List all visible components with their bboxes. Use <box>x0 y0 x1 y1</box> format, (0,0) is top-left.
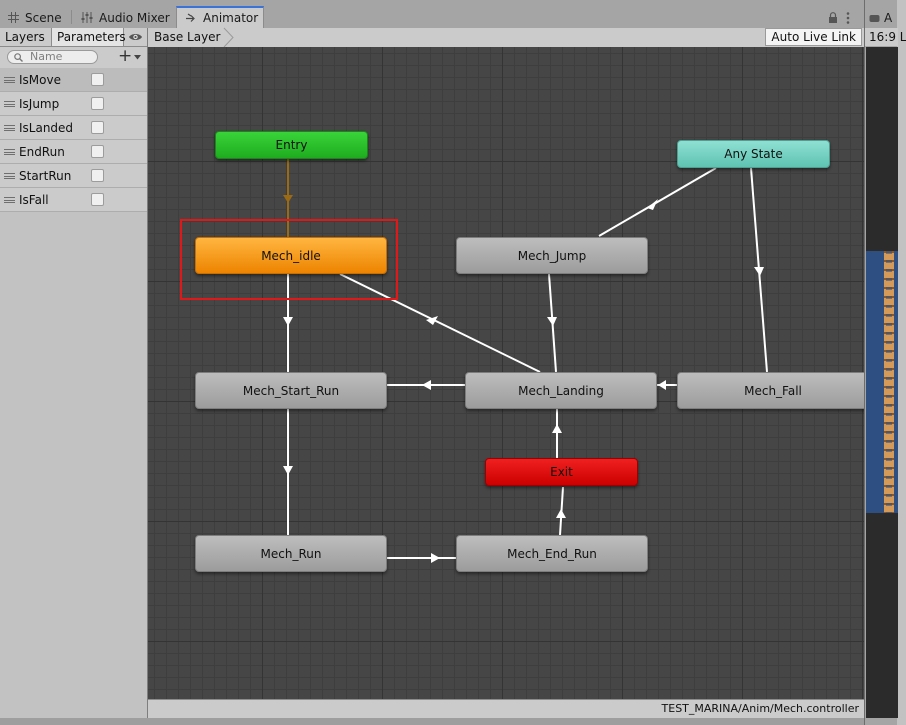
parameter-checkbox[interactable] <box>91 169 104 182</box>
state-mech-run[interactable]: Mech_Run <box>195 535 387 572</box>
parameter-row-islanded[interactable]: IsLanded <box>0 116 147 140</box>
eye-icon[interactable] <box>128 32 143 42</box>
breadcrumb-base-layer[interactable]: Base Layer <box>154 30 221 44</box>
tab-scene[interactable]: Scene <box>0 7 70 28</box>
state-mech-jump[interactable]: Mech_Jump <box>456 237 648 274</box>
parameter-name: IsMove <box>19 72 61 87</box>
transition-arrow-icon <box>431 553 440 563</box>
tab-label: Audio Mixer <box>99 10 170 25</box>
transition-arrow-icon <box>283 317 293 326</box>
window-tab-strip: Scene Audio Mixer Animator <box>0 0 897 28</box>
tab-parameters[interactable]: Parameters <box>51 28 126 46</box>
transition-any-jump[interactable] <box>598 167 717 237</box>
transition-arrow-icon <box>422 380 431 390</box>
state-machine-graph[interactable]: Entry Any State Mech_idle Mech_Jump Mech… <box>148 47 869 699</box>
transition-arrow-icon <box>283 195 293 203</box>
animator-icon <box>186 13 195 22</box>
transition-arrow-icon <box>556 509 566 518</box>
drag-handle-icon[interactable] <box>4 172 15 179</box>
parameter-name: StartRun <box>19 168 72 183</box>
tab-animator[interactable]: Animator <box>176 6 264 28</box>
panel-tabs: Layers Parameters <box>0 28 147 47</box>
search-icon <box>14 53 23 62</box>
aspect-ratio-dropdown[interactable]: 16:9 L <box>865 28 906 46</box>
transition-links <box>283 159 768 563</box>
drag-handle-icon[interactable] <box>4 148 15 155</box>
game-scene-image <box>866 251 898 513</box>
transition-arrow-icon <box>552 424 562 433</box>
parameter-row-isjump[interactable]: IsJump <box>0 92 147 116</box>
state-entry[interactable]: Entry <box>215 131 368 159</box>
drag-handle-icon[interactable] <box>4 196 15 203</box>
transition-arrow-icon <box>754 267 764 276</box>
search-row: Name + <box>0 47 147 68</box>
mixer-icon <box>81 12 93 23</box>
game-icon <box>869 14 880 22</box>
tab-label: Scene <box>25 10 62 25</box>
lock-icon[interactable] <box>828 12 838 23</box>
status-bar: TEST_MARINA/Anim/Mech.controller <box>148 699 864 719</box>
parameter-checkbox[interactable] <box>91 121 104 134</box>
selection-highlight <box>180 219 398 300</box>
brick-column <box>884 251 894 513</box>
transition-arrow-icon <box>426 316 438 325</box>
parameter-checkbox[interactable] <box>91 73 104 86</box>
tab-game[interactable]: A <box>869 8 892 28</box>
transition-arrow-icon <box>547 317 557 326</box>
drag-handle-icon[interactable] <box>4 76 15 83</box>
parameter-row-startrun[interactable]: StartRun <box>0 164 147 188</box>
tab-layers[interactable]: Layers <box>5 30 45 44</box>
game-panel: A 16:9 L <box>864 0 906 725</box>
grid-icon <box>8 12 19 23</box>
parameter-name: IsFall <box>19 192 49 207</box>
parameter-row-ismove[interactable]: IsMove <box>0 68 147 92</box>
parameter-checkbox[interactable] <box>91 193 104 206</box>
window-bottom-edge <box>0 718 897 725</box>
breadcrumb-bar: Base Layer Auto Live Link <box>148 27 864 48</box>
chevron-down-icon[interactable] <box>134 55 141 60</box>
state-mech-fall[interactable]: Mech_Fall <box>677 372 869 409</box>
parameters-panel: Layers Parameters Name + IsMove IsJump I… <box>0 28 148 725</box>
more-options-icon[interactable] <box>846 12 850 24</box>
state-mech-start-run[interactable]: Mech_Start_Run <box>195 372 387 409</box>
parameter-row-isfall[interactable]: IsFall <box>0 188 147 212</box>
transition-arrow-icon <box>647 199 658 210</box>
drag-handle-icon[interactable] <box>4 100 15 107</box>
drag-handle-icon[interactable] <box>4 124 15 131</box>
parameter-row-endrun[interactable]: EndRun <box>0 140 147 164</box>
state-mech-landing[interactable]: Mech_Landing <box>465 372 657 409</box>
transition-arrow-icon <box>658 380 666 390</box>
transition-landing-idle[interactable] <box>339 273 541 373</box>
state-exit[interactable]: Exit <box>485 458 638 486</box>
auto-live-link-button[interactable]: Auto Live Link <box>765 28 862 46</box>
breadcrumb-arrow-icon <box>223 27 234 48</box>
tab-label: A <box>884 11 893 25</box>
parameter-name: IsJump <box>19 96 60 111</box>
search-input[interactable]: Name <box>7 50 98 64</box>
add-parameter-button[interactable]: + <box>118 46 133 66</box>
search-placeholder: Name <box>30 50 63 63</box>
parameter-checkbox[interactable] <box>91 97 104 110</box>
parameter-checkbox[interactable] <box>91 145 104 158</box>
transition-arrow-icon <box>283 466 293 475</box>
parameter-name: EndRun <box>19 144 65 159</box>
tab-label: Animator <box>203 11 259 25</box>
controller-path: TEST_MARINA/Anim/Mech.controller <box>661 702 859 715</box>
tab-audio-mixer[interactable]: Audio Mixer <box>73 7 178 28</box>
game-viewport[interactable] <box>866 47 898 718</box>
state-mech-end-run[interactable]: Mech_End_Run <box>456 535 648 572</box>
tab-divider <box>71 10 72 24</box>
state-mech-idle[interactable]: Mech_idle <box>195 237 387 274</box>
parameter-name: IsLanded <box>19 120 74 135</box>
state-any-state[interactable]: Any State <box>677 140 830 168</box>
